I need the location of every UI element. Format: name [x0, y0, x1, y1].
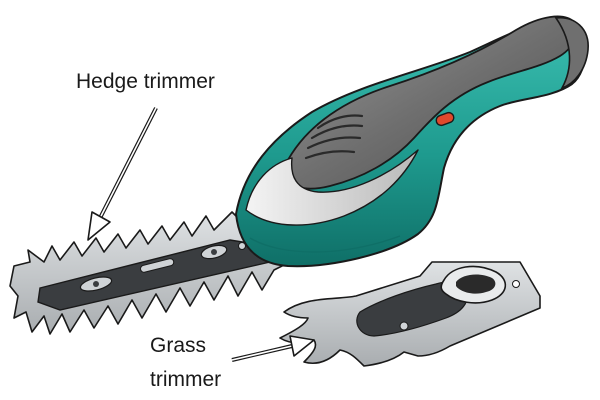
grass-blade-hole [512, 280, 520, 288]
body-grey-grip [281, 15, 578, 190]
trigger-button [435, 111, 455, 127]
hedge-trimmer-blade [9, 211, 291, 335]
body-rim-line [249, 235, 401, 253]
grass-blade-mount-hole [456, 274, 496, 294]
grass-trimmer-label-line2: trimmer [150, 368, 222, 391]
hedge-blade-rivet-center [93, 281, 99, 287]
grass-blade-cutter [356, 281, 468, 337]
shear-body [235, 15, 589, 268]
hedge-blade-slot [140, 258, 175, 273]
grass-trimmer-arrow [231, 335, 315, 362]
hedge-blade-screw [238, 242, 246, 250]
body-silver-band [245, 149, 419, 226]
grass-trimmer-label-line1: Grass [150, 334, 207, 357]
handle-end [554, 17, 589, 90]
body-vents [304, 114, 364, 160]
grass-blade-rivet [399, 321, 409, 331]
hedge-trimmer-arrow [87, 107, 158, 241]
hedge-trimmer-label: Hedge trimmer [76, 70, 215, 93]
grass-trimmer-blade [279, 261, 541, 367]
hedge-blade-rivet-center [211, 249, 217, 255]
